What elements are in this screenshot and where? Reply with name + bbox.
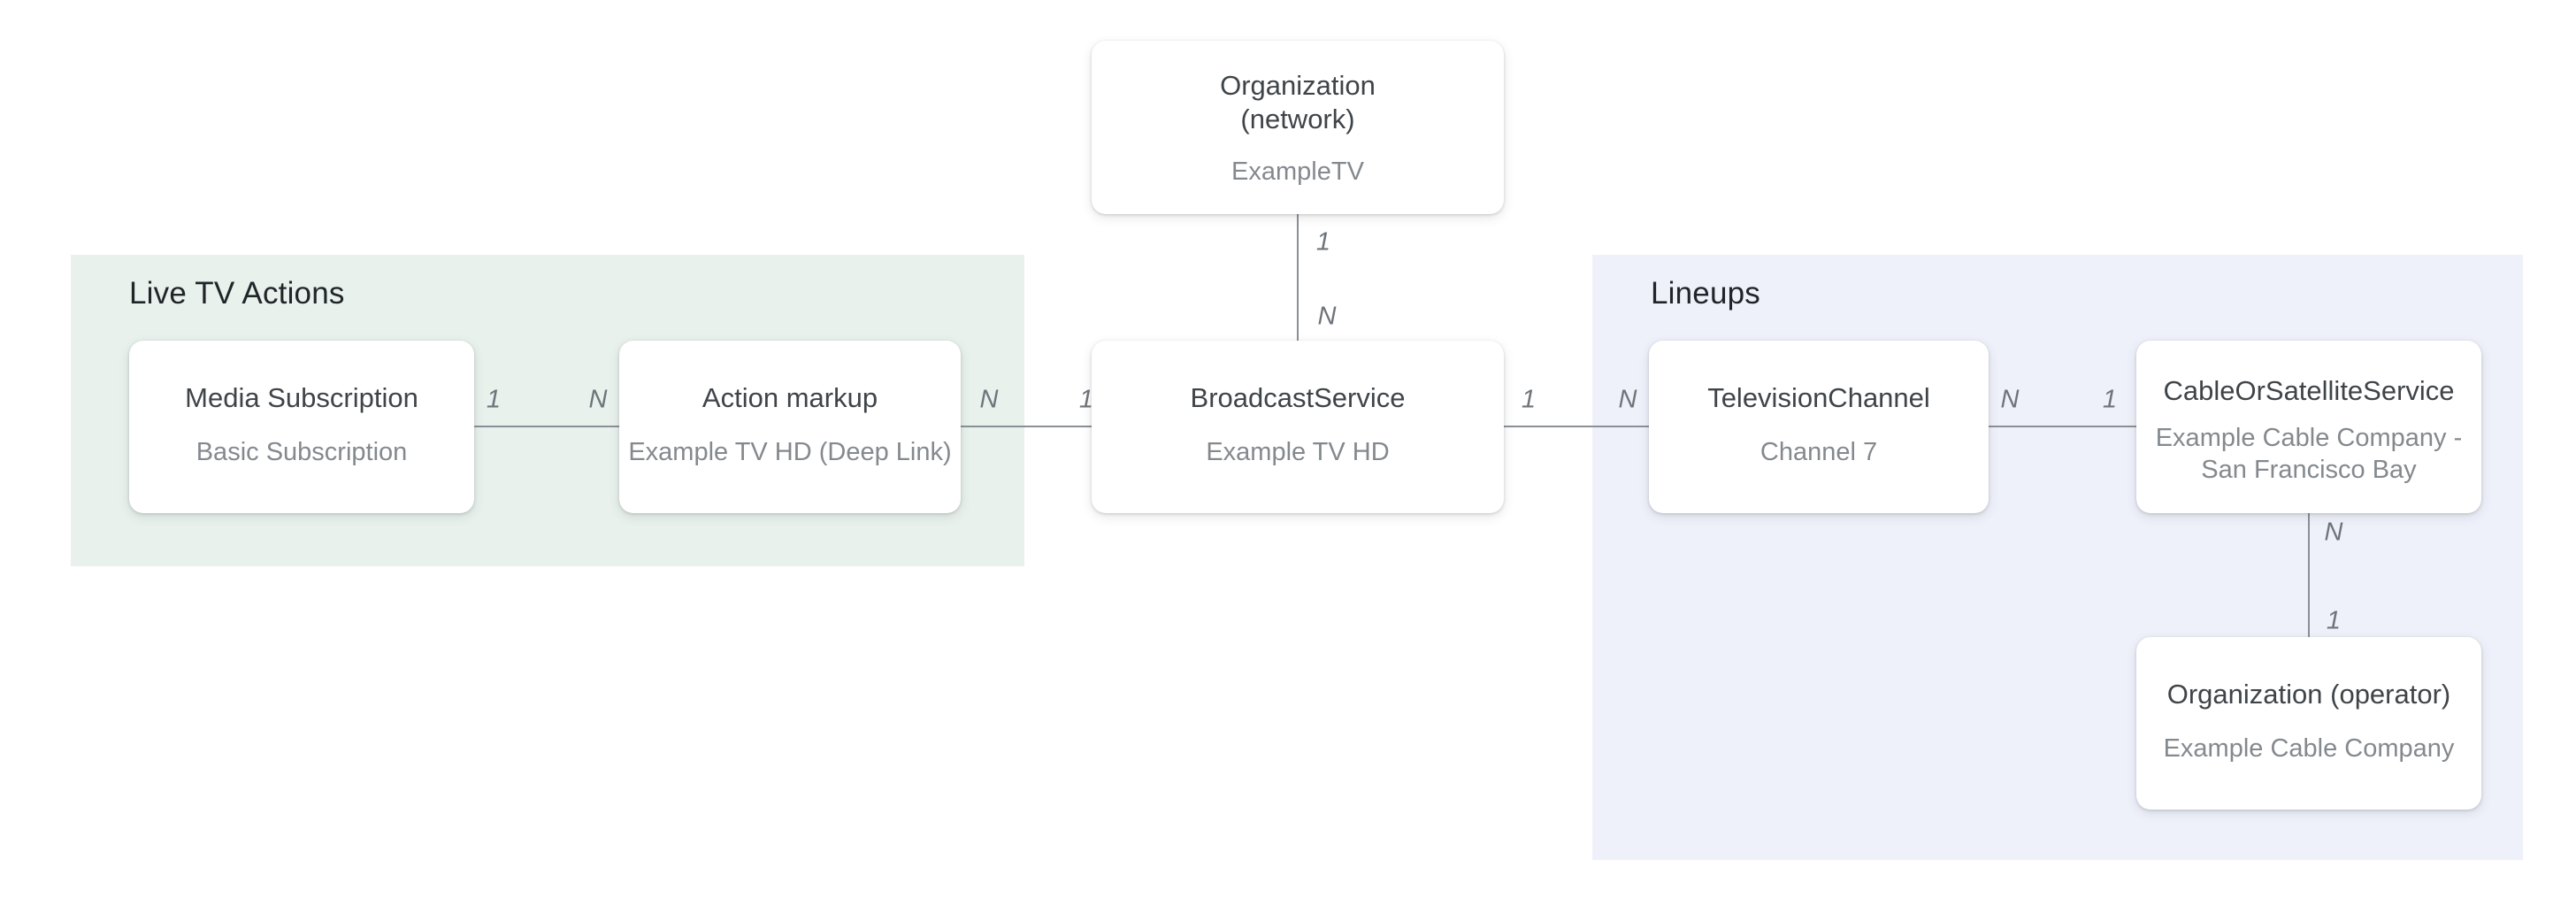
cardinality-action-broadcast-1: 1 (1078, 385, 1094, 414)
node-television-channel-title: TelevisionChannel (1707, 382, 1930, 413)
cardinality-television-cable-n: N (2000, 385, 2020, 414)
cardinality-cable-operator-n: N (2324, 518, 2343, 547)
node-media-subscription-subtitle: Basic Subscription (196, 438, 408, 466)
node-organization-network-subtitle: ExampleTV (1231, 157, 1364, 186)
edge-network-broadcast (1297, 214, 1299, 341)
node-action-markup-subtitle: Example TV HD (Deep Link) (628, 438, 952, 466)
node-broadcast-service: BroadcastService Example TV HD (1092, 341, 1504, 513)
node-broadcast-service-subtitle: Example TV HD (1206, 438, 1390, 466)
node-cable-or-satellite-service-title: CableOrSatelliteService (2163, 375, 2455, 406)
edge-cable-operator (2308, 513, 2310, 637)
cardinality-media-action-n: N (588, 385, 608, 414)
node-action-markup: Action markup Example TV HD (Deep Link) (619, 341, 961, 513)
node-media-subscription: Media Subscription Basic Subscription (129, 341, 474, 513)
group-lineups-title: Lineups (1651, 276, 1761, 311)
node-cable-or-satellite-service-subtitle: Example Cable Company - San Francisco Ba… (2155, 424, 2463, 484)
cardinality-broadcast-television-n: N (1618, 385, 1637, 414)
edge-broadcast-television (1504, 426, 1649, 427)
cardinality-media-action-1: 1 (486, 385, 502, 414)
cardinality-television-cable-1: 1 (2102, 385, 2118, 414)
node-media-subscription-title: Media Subscription (185, 382, 418, 413)
edge-action-broadcast (961, 426, 1092, 427)
node-organization-operator-title: Organization (operator) (2166, 679, 2451, 710)
cardinality-network-broadcast-n: N (1317, 302, 1337, 331)
edge-television-cable (1989, 426, 2136, 427)
cardinality-network-broadcast-1: 1 (1315, 227, 1331, 257)
group-live-tv-actions-title: Live TV Actions (129, 276, 345, 311)
cardinality-broadcast-television-1: 1 (1521, 385, 1537, 414)
node-organization-network-title: Organization (network) (1220, 70, 1376, 134)
node-organization-operator: Organization (operator) Example Cable Co… (2136, 637, 2481, 810)
node-broadcast-service-title: BroadcastService (1190, 382, 1406, 413)
node-organization-operator-subtitle: Example Cable Company (2163, 734, 2455, 763)
node-cable-or-satellite-service: CableOrSatelliteService Example Cable Co… (2136, 341, 2481, 513)
node-television-channel: TelevisionChannel Channel 7 (1649, 341, 1989, 513)
cardinality-cable-operator-1: 1 (2326, 606, 2342, 635)
edge-media-action (474, 426, 619, 427)
cardinality-action-broadcast-n: N (979, 385, 999, 414)
node-television-channel-subtitle: Channel 7 (1760, 438, 1878, 466)
node-action-markup-title: Action markup (702, 382, 878, 413)
node-organization-network: Organization (network) ExampleTV (1092, 41, 1504, 214)
